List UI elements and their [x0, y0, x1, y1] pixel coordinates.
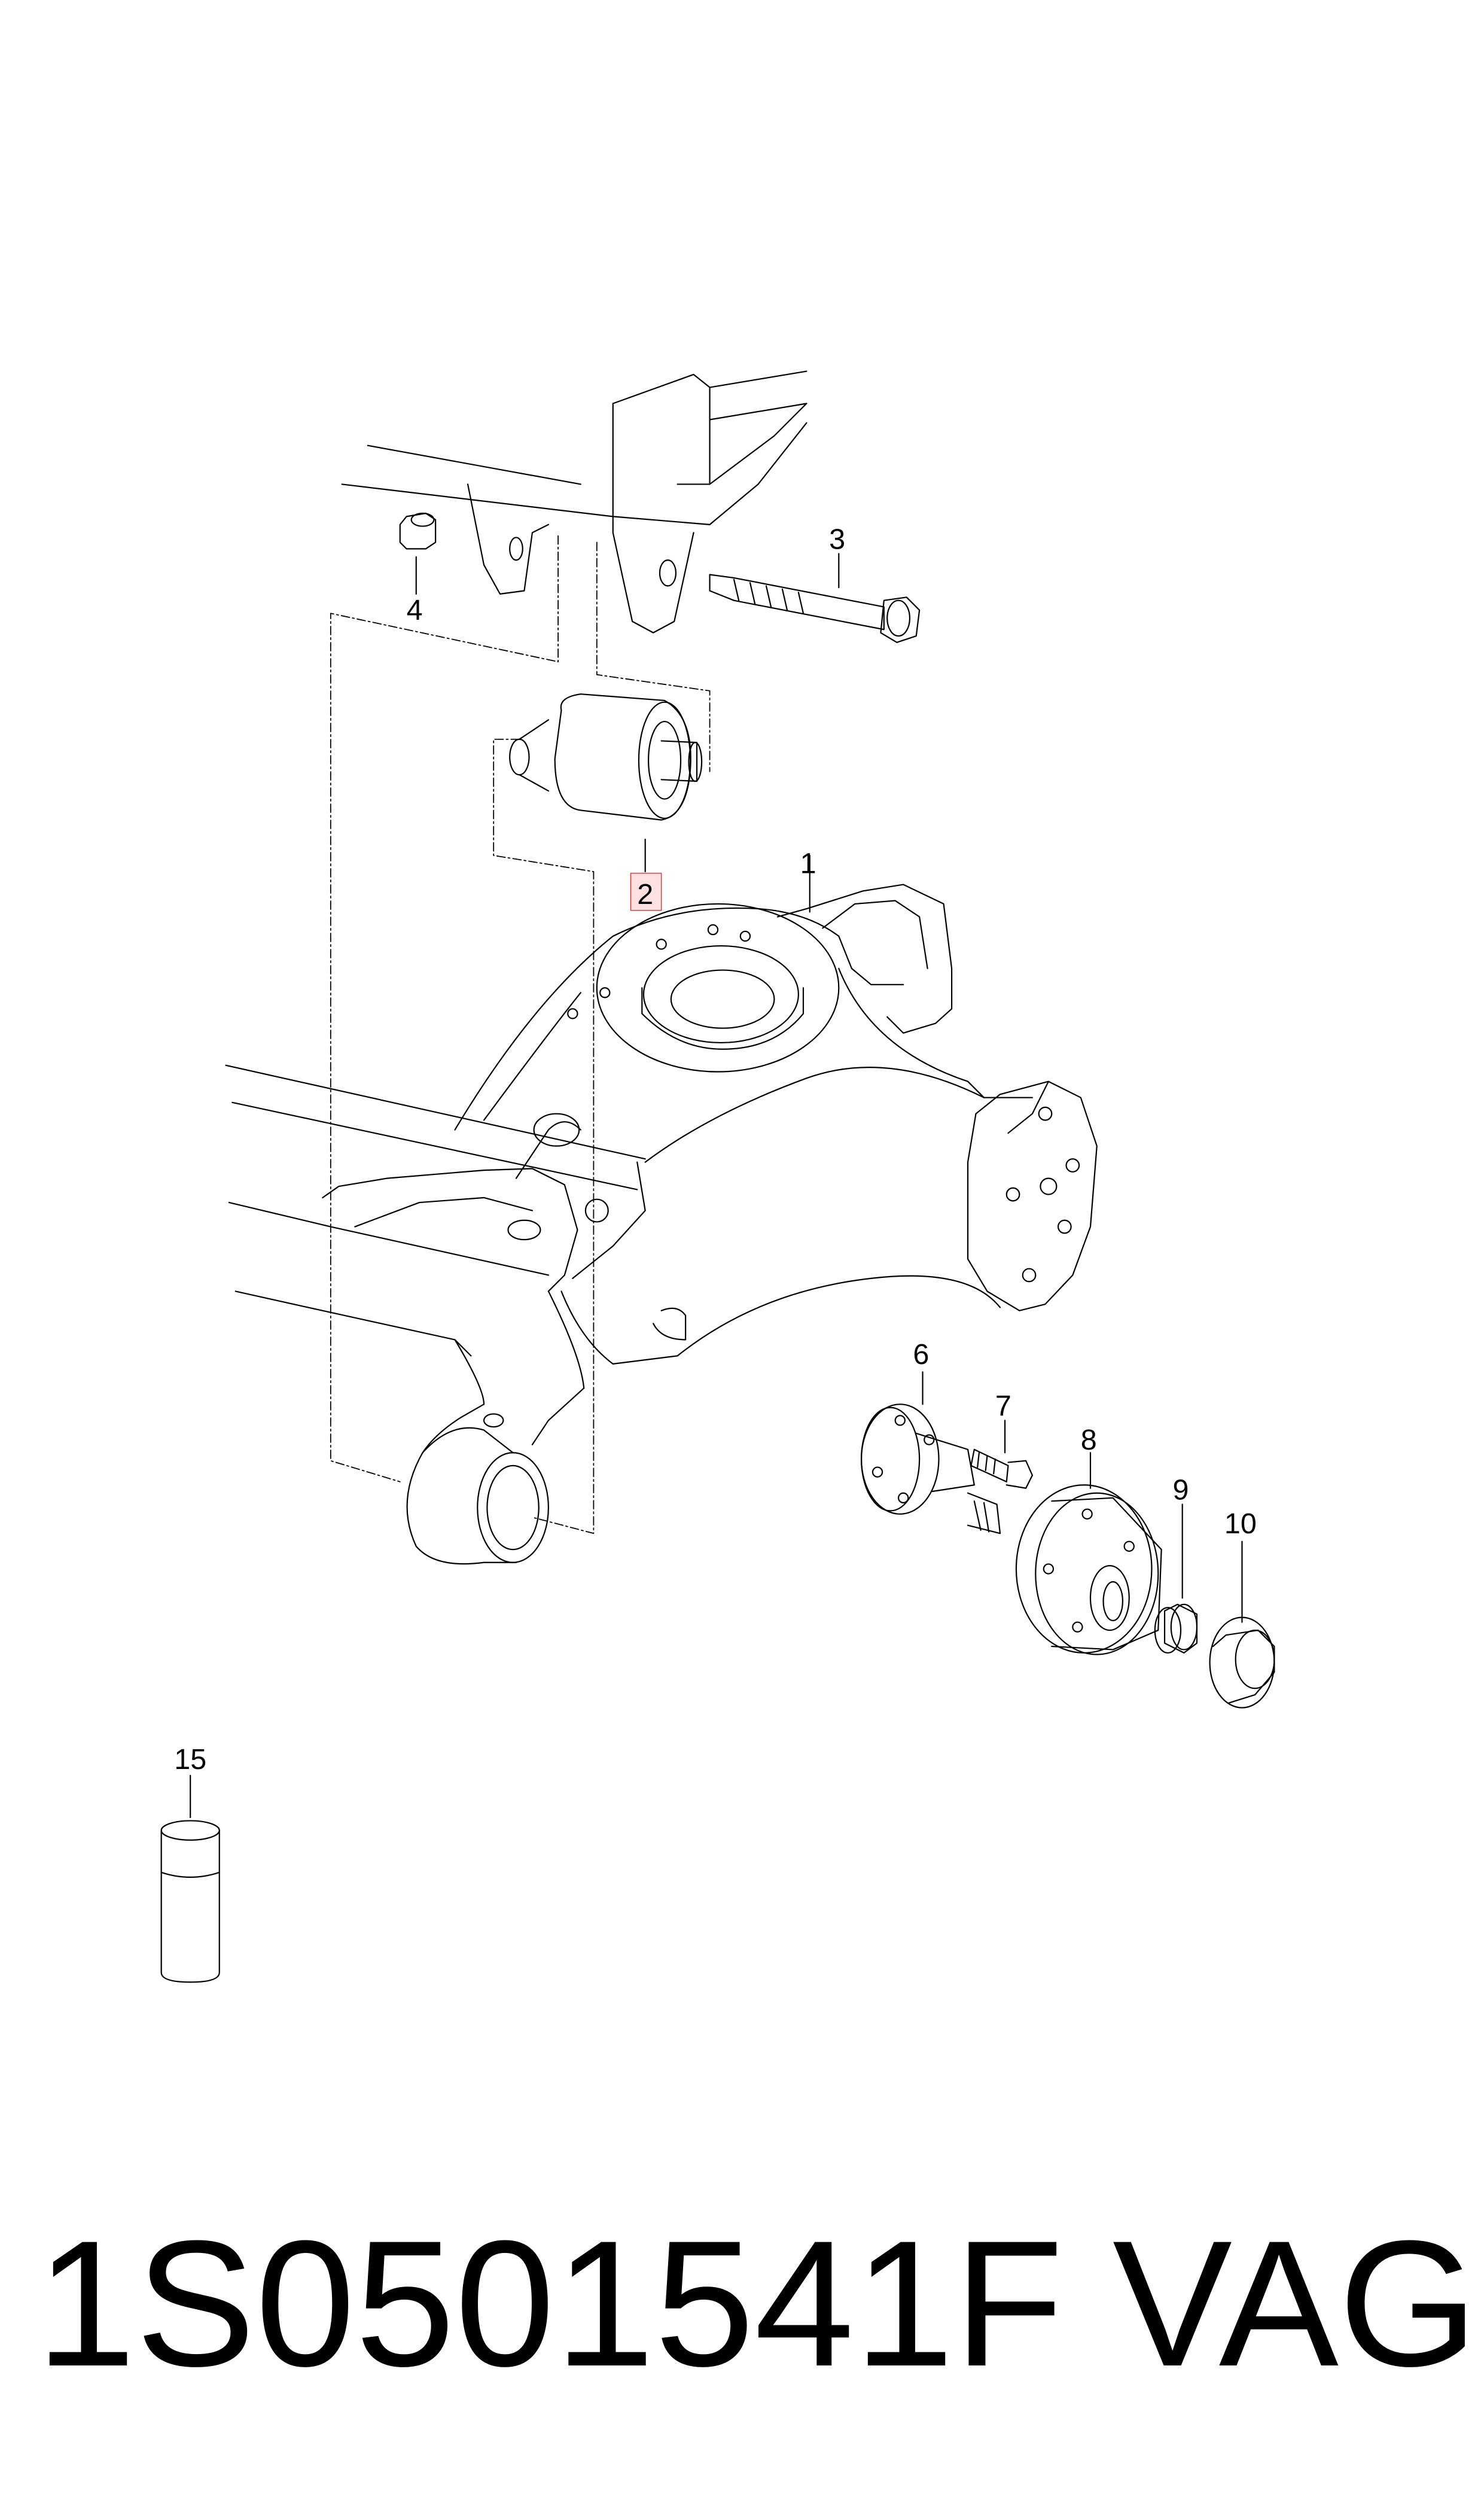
part-number: 1S0501541F — [36, 2203, 1064, 2404]
callout-15: 15 — [174, 1743, 206, 1776]
rear-axle-beam-part-1 — [226, 885, 1097, 1564]
callout-4: 4 — [407, 594, 423, 626]
callout-7: 7 — [995, 1390, 1011, 1422]
bolt-part-7 — [971, 1450, 1032, 1488]
callout-6: 6 — [913, 1338, 929, 1371]
body-mount-bracket — [342, 372, 807, 633]
dust-cap-part-10 — [1210, 1617, 1275, 1707]
bushing-part-2 — [510, 694, 702, 820]
callout-2: 2 — [637, 878, 653, 911]
axle-nut-part-9 — [1155, 1604, 1197, 1653]
callout-1: 1 — [800, 848, 816, 880]
brand-name: VAG — [1113, 2203, 1479, 2404]
highlight-box-2 — [630, 873, 661, 911]
bolt-part-3 — [710, 575, 920, 643]
callout-8: 8 — [1081, 1424, 1097, 1456]
nut-part-4 — [400, 513, 435, 549]
stub-axle-part-6 — [861, 1404, 1000, 1533]
callout-9: 9 — [1173, 1474, 1189, 1506]
callout-3: 3 — [829, 523, 845, 555]
sleeve-part-15 — [161, 1820, 220, 1982]
callout-10: 10 — [1224, 1508, 1257, 1540]
assembly-lines — [331, 536, 710, 1533]
wheel-hub-part-8 — [1016, 1485, 1162, 1654]
